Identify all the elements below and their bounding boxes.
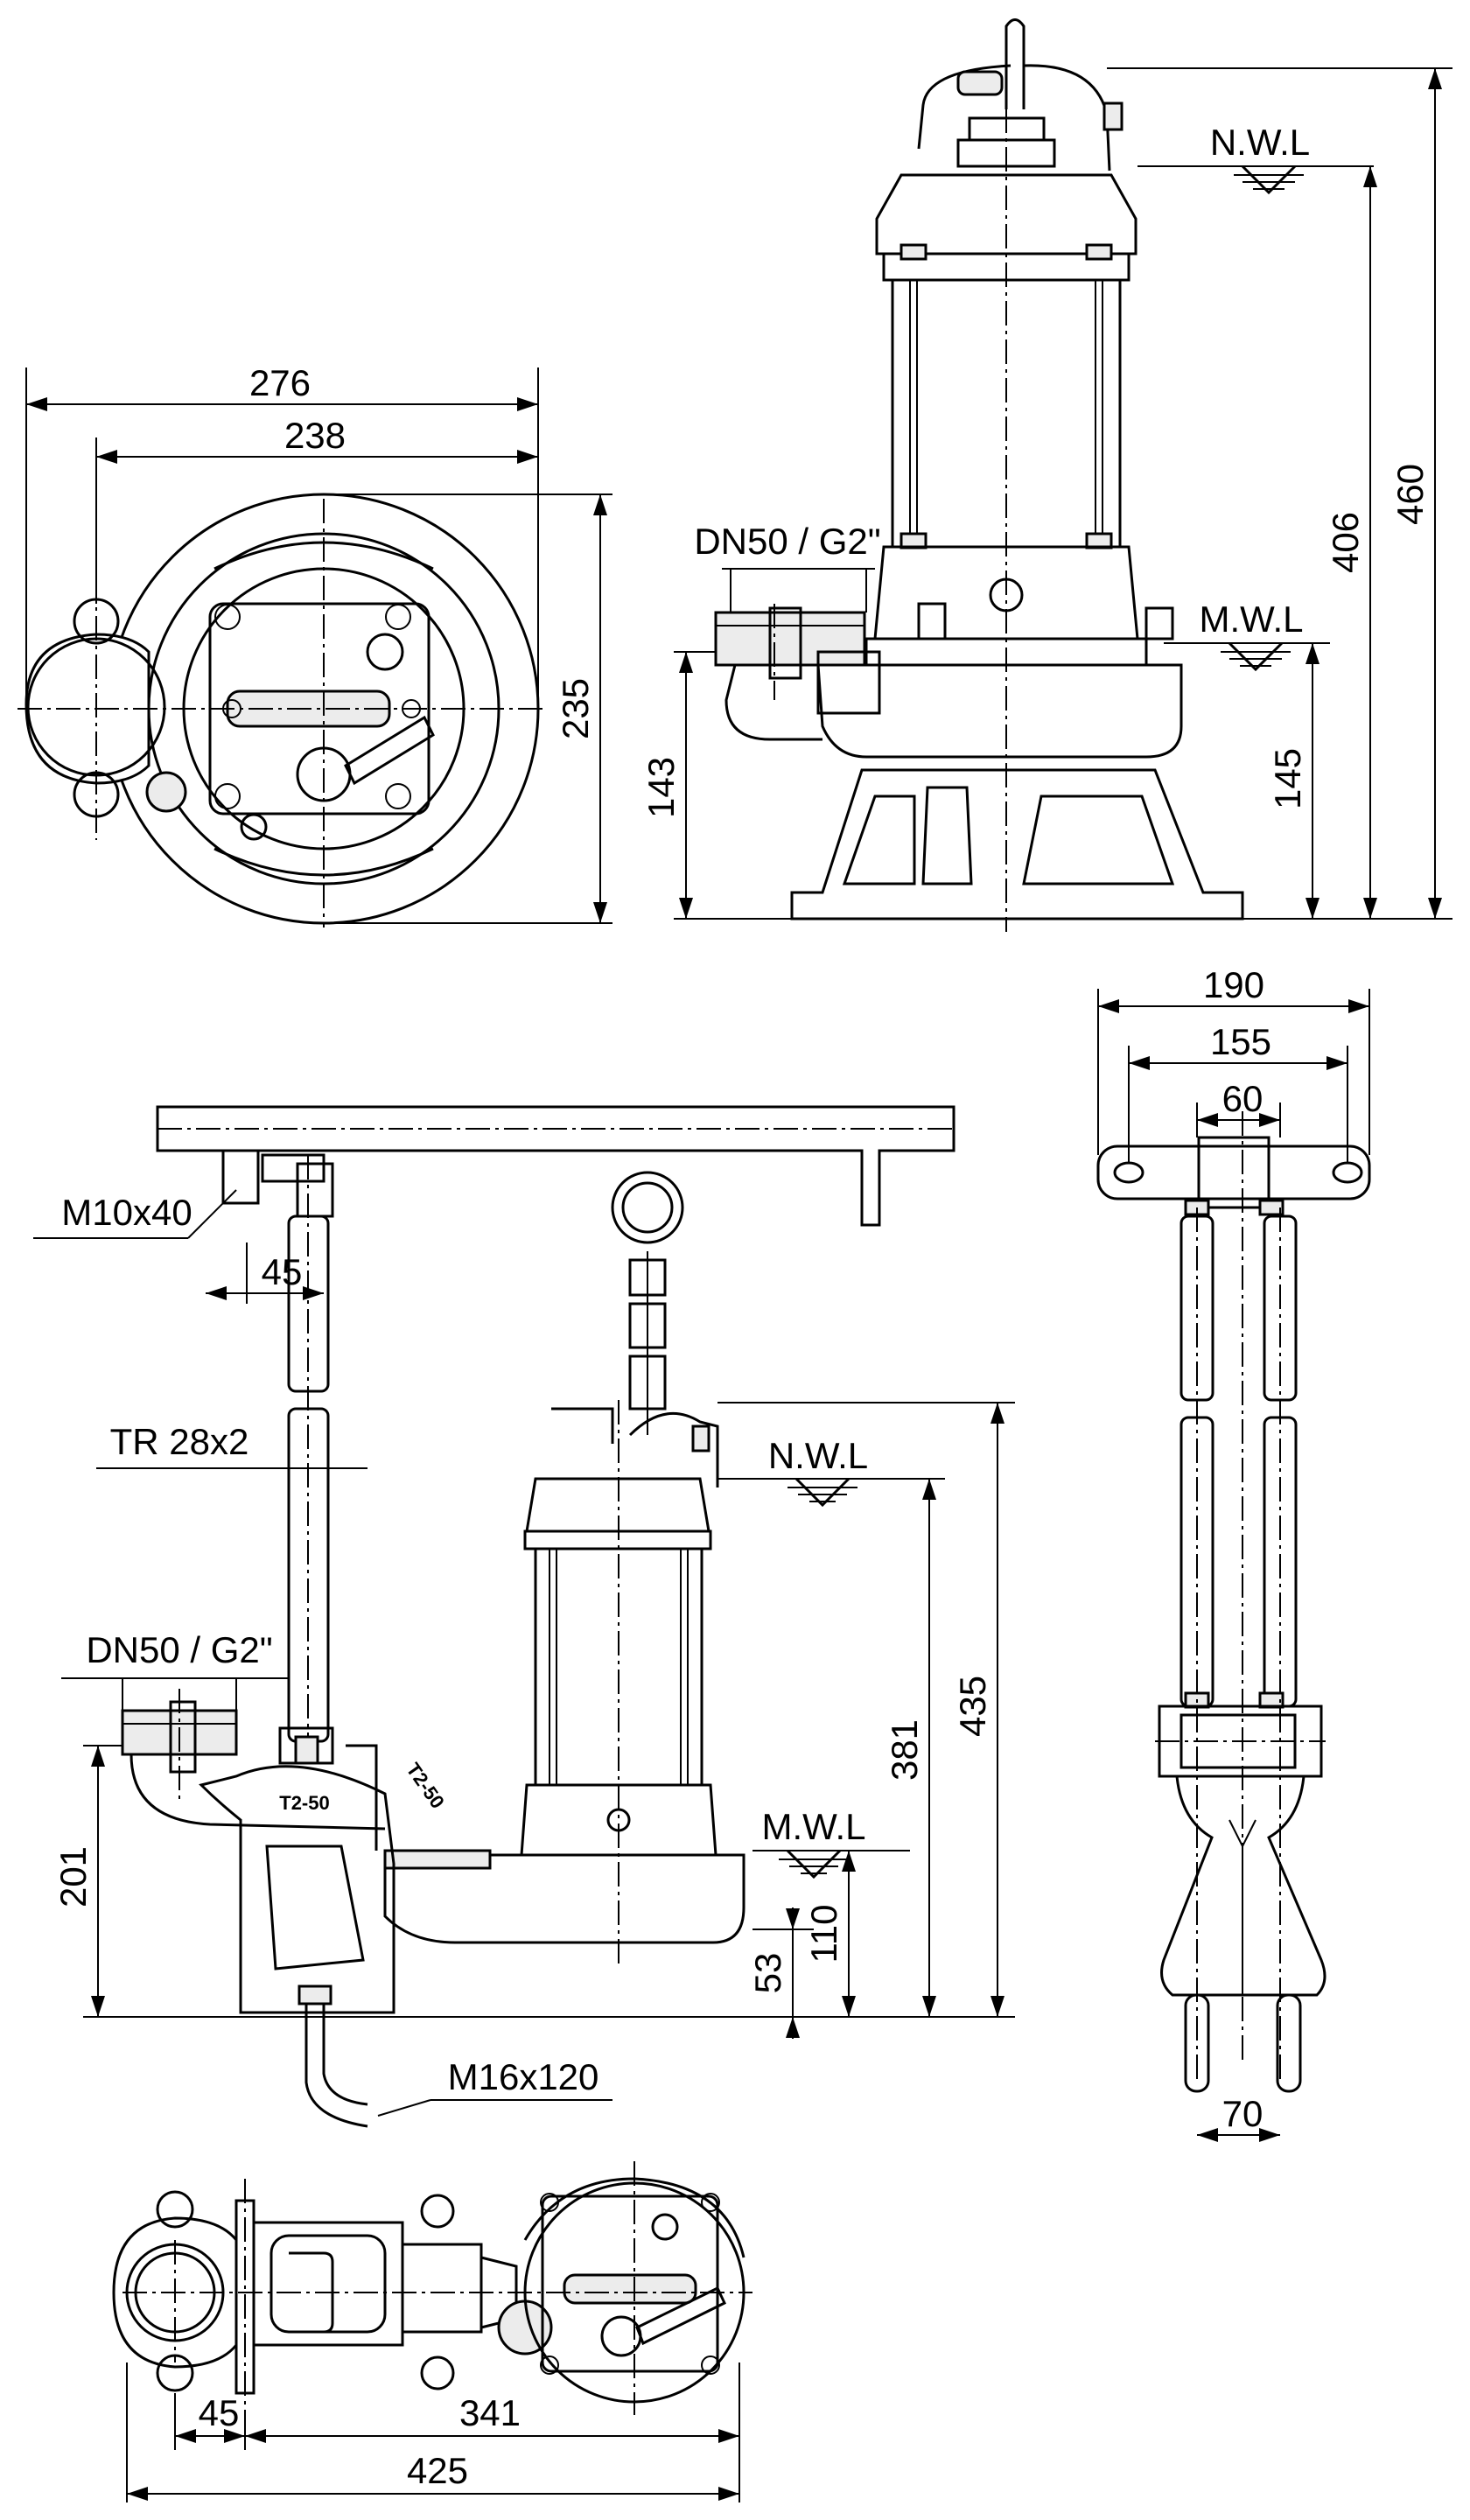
dim-width-inner: 238: [284, 415, 346, 456]
dim-rail-pitch: 60: [1222, 1078, 1264, 1119]
dim-plan-total-length: 425: [407, 2450, 468, 2491]
foot-code-1: T2-50: [279, 1792, 329, 1814]
autocoupling-plan-view: 45 341 425: [112, 2161, 752, 2502]
front-elevation-view: DN50 / G2" N.W.L M.W.L 460 406 145 143: [640, 18, 1452, 932]
autocoupling-mwl-label: M.W.L: [761, 1806, 865, 1847]
dim-autocoupling-outlet-height: 201: [52, 1846, 94, 1908]
rail-side-view: 190 155 60 70: [1096, 964, 1371, 2142]
dim-rail-hole-pitch: 155: [1210, 1021, 1271, 1062]
front-mwl-label: M.W.L: [1199, 598, 1303, 640]
dim-width-outer: 276: [249, 362, 311, 403]
foot-code-2: T2-50: [402, 1759, 448, 1812]
front-outlet-label: DN50 / G2": [694, 521, 880, 562]
guide-rail-label: TR 28x2: [110, 1421, 249, 1462]
autocoupling-elevation-view: M10x40 45 TR 28x2: [33, 1105, 1015, 2128]
dim-bracket-offset: 45: [262, 1251, 303, 1292]
dim-autocoupling-base-height: 53: [747, 1953, 788, 1994]
dim-autocoupling-height-nwl: 381: [884, 1719, 925, 1781]
dim-rail-overall: 190: [1203, 964, 1264, 1005]
front-nwl-label: N.W.L: [1210, 122, 1310, 163]
dim-front-height-mwl: 145: [1267, 748, 1308, 809]
dim-plan-center-distance: 341: [459, 2392, 521, 2433]
dim-depth: 235: [555, 678, 596, 739]
bracket-bolt-label: M10x40: [61, 1192, 192, 1233]
dim-front-outlet-height: 143: [640, 757, 682, 818]
dim-plan-offset: 45: [199, 2392, 240, 2433]
top-plan-view: 276 238 235: [18, 362, 612, 928]
autocoupling-nwl-label: N.W.L: [768, 1435, 868, 1476]
dim-rail-foot-pitch: 70: [1222, 2093, 1264, 2134]
autocoupling-outlet-label: DN50 / G2": [86, 1629, 272, 1670]
dim-front-height-total: 460: [1390, 464, 1431, 525]
anchor-bolt-label: M16x120: [448, 2056, 599, 2097]
dim-autocoupling-height-total: 435: [952, 1676, 993, 1737]
dim-autocoupling-height-mwl: 110: [803, 1905, 844, 1964]
dim-front-height-nwl: 406: [1325, 512, 1366, 573]
